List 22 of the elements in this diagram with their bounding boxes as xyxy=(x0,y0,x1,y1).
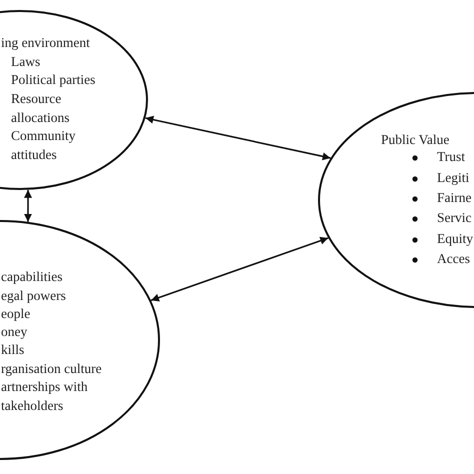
node-heading: ing environment xyxy=(1,34,91,52)
list-item: eople xyxy=(1,305,32,323)
list-item: Laws xyxy=(11,53,42,71)
double-headed-arrow xyxy=(24,190,32,222)
list-item: artnerships with takeholders xyxy=(1,378,89,414)
list-item: oney xyxy=(1,323,28,341)
list-item: Legiti xyxy=(437,169,470,187)
list-item: kills xyxy=(1,341,26,359)
node-heading: capabilities xyxy=(1,268,64,286)
list-item: Community attitudes xyxy=(11,127,77,164)
list-item: egal powers xyxy=(1,287,67,305)
list-item: Political parties xyxy=(11,71,96,89)
list-item: Equity xyxy=(437,230,474,248)
list-item: Fairne xyxy=(437,189,472,207)
list-item: Trust xyxy=(437,148,466,166)
list-item: Acces xyxy=(437,250,471,268)
list-item: Servic xyxy=(437,209,472,227)
node-heading: Public Value xyxy=(381,131,450,149)
list-item: rganisation culture xyxy=(1,360,103,378)
double-headed-arrow xyxy=(150,236,328,302)
list-item: Resource allocations xyxy=(11,90,70,126)
double-headed-arrow xyxy=(145,116,331,160)
